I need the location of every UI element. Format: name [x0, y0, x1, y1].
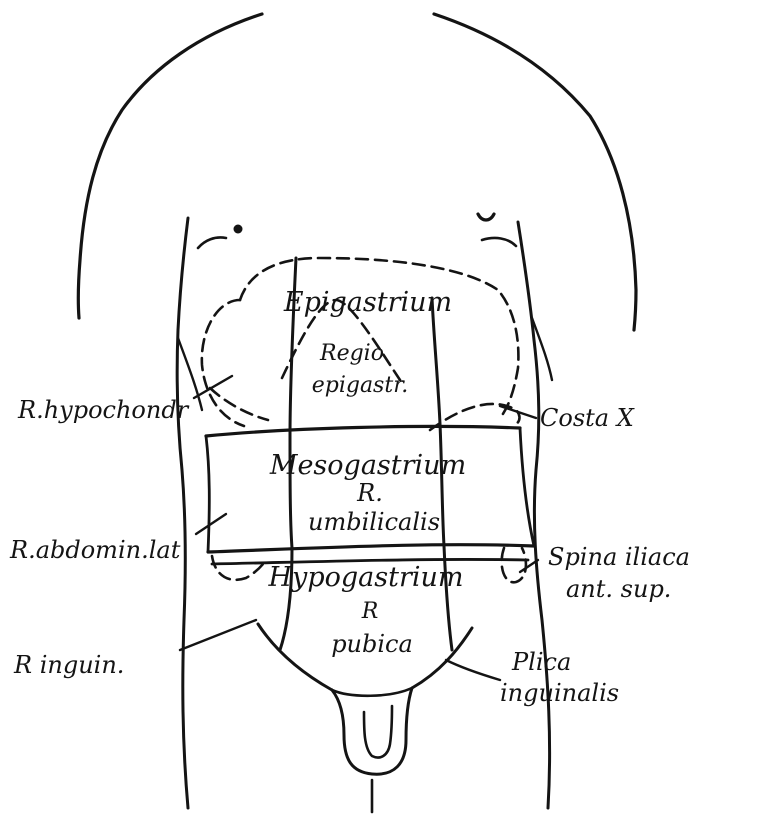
- right-torso-side: [518, 222, 550, 808]
- right-inguinal-crease: [412, 628, 472, 688]
- right-chest-contour: [482, 238, 516, 246]
- genital-inner-outline: [364, 706, 392, 758]
- left-band-end: [206, 436, 209, 552]
- spina-iliaca-dashed-outline: [502, 548, 526, 582]
- regio-epigastr-label-line1: Regio: [319, 341, 384, 366]
- r-pubica-label-line1: R: [361, 599, 379, 624]
- plica-label-line1: Plica: [511, 648, 571, 676]
- r-abdomin-lat-label: R.abdomin.lat: [9, 536, 181, 564]
- inguin-leader: [180, 620, 256, 650]
- spina-iliaca-label-line2: ant. sup.: [566, 575, 671, 603]
- r-umbilicalis-label-line1: R.: [356, 479, 383, 507]
- middle-band-line: [208, 545, 534, 552]
- left-inguinal-crease: [258, 624, 332, 690]
- epigastrium-label: Epigastrium: [283, 287, 452, 318]
- genital-outline: [332, 688, 412, 774]
- pubic-arc: [332, 688, 412, 696]
- regio-epigastr-label-line2: epigastr.: [312, 373, 409, 398]
- left-chest-contour: [198, 237, 226, 248]
- left-torso-side: [177, 218, 188, 808]
- r-hypochondr-label: R.hypochondr: [17, 396, 190, 424]
- left-nipple: [234, 225, 243, 234]
- right-band-end: [520, 428, 534, 546]
- left-lower-costal-dashed: [210, 388, 268, 420]
- upper-band-line: [206, 426, 520, 436]
- r-umbilicalis-label-line2: umbilicalis: [308, 508, 440, 536]
- region-labels: Epigastrium Regio epigastr. R.hypochondr…: [9, 287, 690, 707]
- left-inguinal-dashed-outline: [212, 556, 266, 580]
- abdomin-lat-leader: [196, 514, 226, 534]
- right-shoulder-arm-outline: [434, 14, 636, 330]
- plica-label-line2: inguinalis: [500, 679, 619, 707]
- hypochondr-leader: [194, 376, 232, 398]
- plica-leader: [446, 660, 500, 680]
- right-nipple: [478, 214, 494, 220]
- r-pubica-label-line2: pubica: [331, 630, 413, 658]
- hypogastrium-label: Hypogastrium: [268, 562, 464, 593]
- mesogastrium-label: Mesogastrium: [269, 450, 466, 481]
- left-shoulder-arm-outline: [78, 14, 262, 318]
- costa-x-label: Costa X: [540, 404, 635, 432]
- left-costal-dashed-arc: [202, 300, 244, 426]
- r-inguin-label: R inguin.: [13, 651, 124, 679]
- spina-iliaca-label-line1: Spina iliaca: [548, 543, 690, 571]
